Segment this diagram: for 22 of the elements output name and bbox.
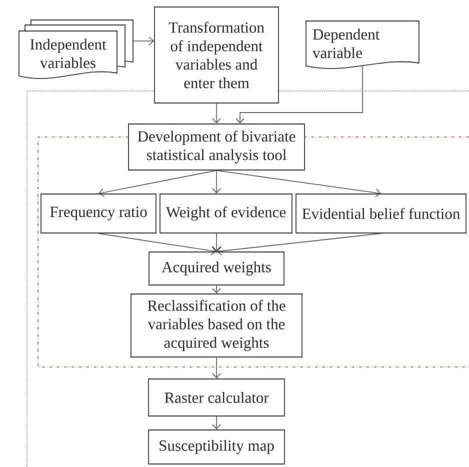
process-box: Raster calculator <box>148 378 285 416</box>
arrow <box>98 170 217 197</box>
process-box: Weight of evidence <box>160 194 292 234</box>
arrow <box>212 233 221 252</box>
arrow <box>216 170 381 198</box>
arrow <box>212 357 221 379</box>
arrow <box>212 170 221 194</box>
arrow <box>212 416 221 430</box>
process-box: Susceptibility map <box>148 430 285 464</box>
arrow <box>98 233 216 256</box>
process-box: Development of bivariate statistical analysis tool <box>128 124 305 170</box>
arrow <box>236 66 363 124</box>
arrow <box>132 36 154 46</box>
process-box: Acquired weights <box>148 252 284 286</box>
process-box: Evidential belief function <box>296 194 466 234</box>
document-stack: Independent variables <box>18 20 134 79</box>
process-box: Transformation of independent variables and enter them <box>154 6 279 104</box>
arrow <box>216 233 382 256</box>
process-box: Reclassification of the variables based on the acquired weights <box>130 294 302 358</box>
process-box: Frequency ratio <box>40 194 156 234</box>
arrow <box>212 103 221 124</box>
arrow <box>212 285 221 294</box>
